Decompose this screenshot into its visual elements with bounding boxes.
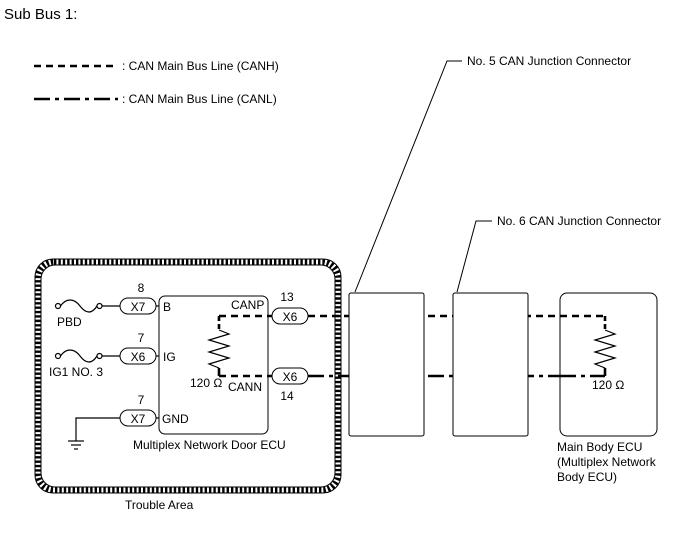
legend-canl-label: : CAN Main Bus Line (CANL) [122, 92, 277, 106]
gnd-terminal-label: GND [162, 412, 189, 426]
cann-pin-number: 14 [280, 389, 294, 403]
pbd-fuse-symbol [54, 299, 103, 313]
jc5-box [348, 292, 425, 437]
jc5-label: No. 5 CAN Junction Connector [467, 54, 631, 68]
door-ecu-resistor-label: 120 Ω [190, 376, 222, 390]
trouble-area-label: Trouble Area [125, 498, 194, 512]
legend-canh-label: : CAN Main Bus Line (CANH) [122, 59, 279, 73]
gnd-pin-number: 7 [138, 393, 145, 407]
canp-connector-code: X6 [283, 310, 298, 324]
door-ecu-resistor-icon [206, 316, 232, 376]
b-pin-number: 8 [138, 281, 145, 295]
canp-terminal-label: CANP [231, 298, 264, 312]
ground-icon [68, 440, 84, 450]
pbd-fuse-label: PBD [57, 315, 82, 329]
canp-pin-number: 13 [280, 290, 294, 304]
gnd-connector-code: X7 [131, 412, 146, 426]
diagram-title: Sub Bus 1: [4, 6, 77, 23]
jc5-leader-line [354, 60, 462, 293]
ig-terminal-label: IG [163, 350, 176, 364]
jc6-label: No. 6 CAN Junction Connector [497, 214, 661, 228]
ig1-fuse-label: IG1 NO. 3 [49, 365, 103, 379]
main-body-ecu-box [559, 292, 658, 437]
main-body-ecu-name-line3: Body ECU) [557, 470, 617, 484]
b-terminal-label: B [163, 300, 171, 314]
main-body-ecu-name-line1: Main Body ECU [557, 440, 642, 454]
cann-terminal-label: CANN [228, 380, 262, 394]
door-ecu-body [158, 295, 269, 435]
door-ecu-name: Multiplex Network Door ECU [133, 438, 286, 452]
main-body-ecu-name-line2: (Multiplex Network [557, 455, 657, 469]
jc6-box [452, 292, 529, 437]
jc6-leader-line [456, 220, 492, 293]
trouble-area-boundary [34, 258, 342, 494]
ig1-fuse-symbol [54, 349, 103, 363]
main-body-ecu-resistor-label: 120 Ω [592, 378, 624, 392]
main-body-ecu-resistor-icon [592, 316, 618, 376]
ig-pin-number: 7 [138, 331, 145, 345]
gnd-wire [75, 417, 120, 441]
cann-connector-pill [271, 367, 309, 385]
ig-connector-code: X6 [131, 350, 146, 364]
b-connector-code: X7 [131, 300, 146, 314]
canp-connector-pill [271, 307, 309, 325]
cann-connector-code: X6 [283, 370, 298, 384]
